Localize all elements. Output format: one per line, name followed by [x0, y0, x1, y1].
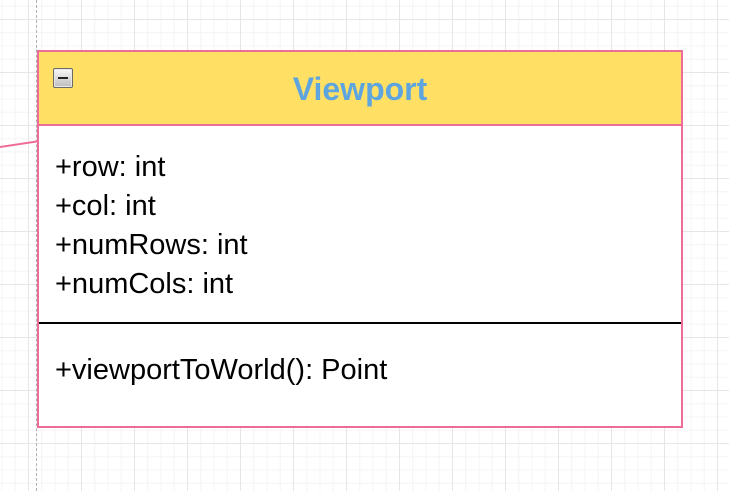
section-divider: [39, 322, 681, 324]
attribute-item: +numCols: int: [55, 268, 234, 300]
association-connector[interactable]: [0, 130, 40, 160]
operation-item: +viewportToWorld(): Point: [55, 354, 388, 386]
uml-class-box[interactable]: Viewport +row: int +col: int +numRows: i…: [37, 50, 683, 428]
operations-section: +viewportToWorld(): Point: [39, 324, 681, 390]
attributes-section: +row: int +col: int +numRows: int +numCo…: [39, 126, 681, 322]
guide-line: [36, 0, 37, 491]
class-header[interactable]: Viewport: [39, 52, 681, 126]
class-name: Viewport: [292, 71, 428, 107]
collapse-minus-icon[interactable]: [53, 68, 73, 88]
attribute-item: +numRows: int: [55, 229, 248, 261]
attribute-item: +row: int: [55, 151, 166, 183]
attribute-item: +col: int: [55, 190, 156, 222]
